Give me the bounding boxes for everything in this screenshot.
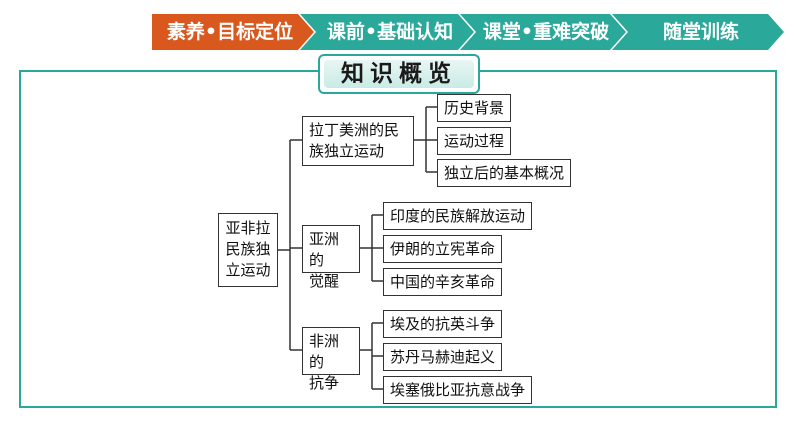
leaf-1-3: 独立后的基本概况 xyxy=(437,159,572,187)
tab-label-4[interactable]: 随堂训练 xyxy=(662,21,739,43)
root-line-3: 立运动 xyxy=(225,261,271,279)
tab-bg-4[interactable] xyxy=(612,14,784,50)
leaf-3-2: 苏丹马赫迪起义 xyxy=(383,343,503,371)
tab-label-1[interactable]: 素养•目标定位 xyxy=(166,21,294,43)
leaf-1-1: 历史背景 xyxy=(437,94,512,122)
branch-3-line-1: 非洲的 xyxy=(309,332,340,371)
root-line-2: 民族独 xyxy=(225,240,271,258)
leaf-1-2: 运动过程 xyxy=(437,127,512,155)
leaf-2-1: 印度的民族解放运动 xyxy=(383,202,533,230)
root-line-1: 亚非拉 xyxy=(225,219,271,237)
leaf-2-2: 伊朗的立宪革命 xyxy=(383,235,503,263)
leaf-3-1: 埃及的抗英斗争 xyxy=(383,310,503,338)
root-node: 亚非拉 民族独 立运动 xyxy=(218,213,278,287)
overview-title-box: 知识概览 xyxy=(318,54,480,94)
leaf-3-3: 埃塞俄比亚抗意战争 xyxy=(383,376,533,404)
leaf-2-3: 中国的辛亥革命 xyxy=(383,268,503,296)
tab-label-3[interactable]: 课堂•重难突破 xyxy=(482,21,610,43)
tab-bg-3[interactable] xyxy=(460,14,626,50)
tab-bg-1[interactable] xyxy=(152,14,314,50)
branch-latin-america: 拉丁美洲的民 族独立运动 xyxy=(302,116,414,166)
overview-title: 知识概览 xyxy=(324,60,474,88)
branch-1-line-2: 族独立运动 xyxy=(309,142,385,160)
branch-1-line-1: 拉丁美洲的民 xyxy=(309,121,400,139)
branch-africa: 非洲的 抗争 xyxy=(302,327,360,392)
nav-tabs-shapes xyxy=(152,14,784,50)
branch-asia: 亚洲的 觉醒 xyxy=(302,225,360,290)
nav-tabs: 素养•目标定位 课前•基础认知 课堂•重难突破 随堂训练 xyxy=(0,0,794,60)
branch-2-line-1: 亚洲的 xyxy=(309,230,340,269)
branch-3-line-2: 抗争 xyxy=(309,374,340,392)
tab-bg-2[interactable] xyxy=(300,14,474,50)
tab-label-2[interactable]: 课前•基础认知 xyxy=(326,21,454,43)
branch-2-line-2: 觉醒 xyxy=(309,272,340,290)
